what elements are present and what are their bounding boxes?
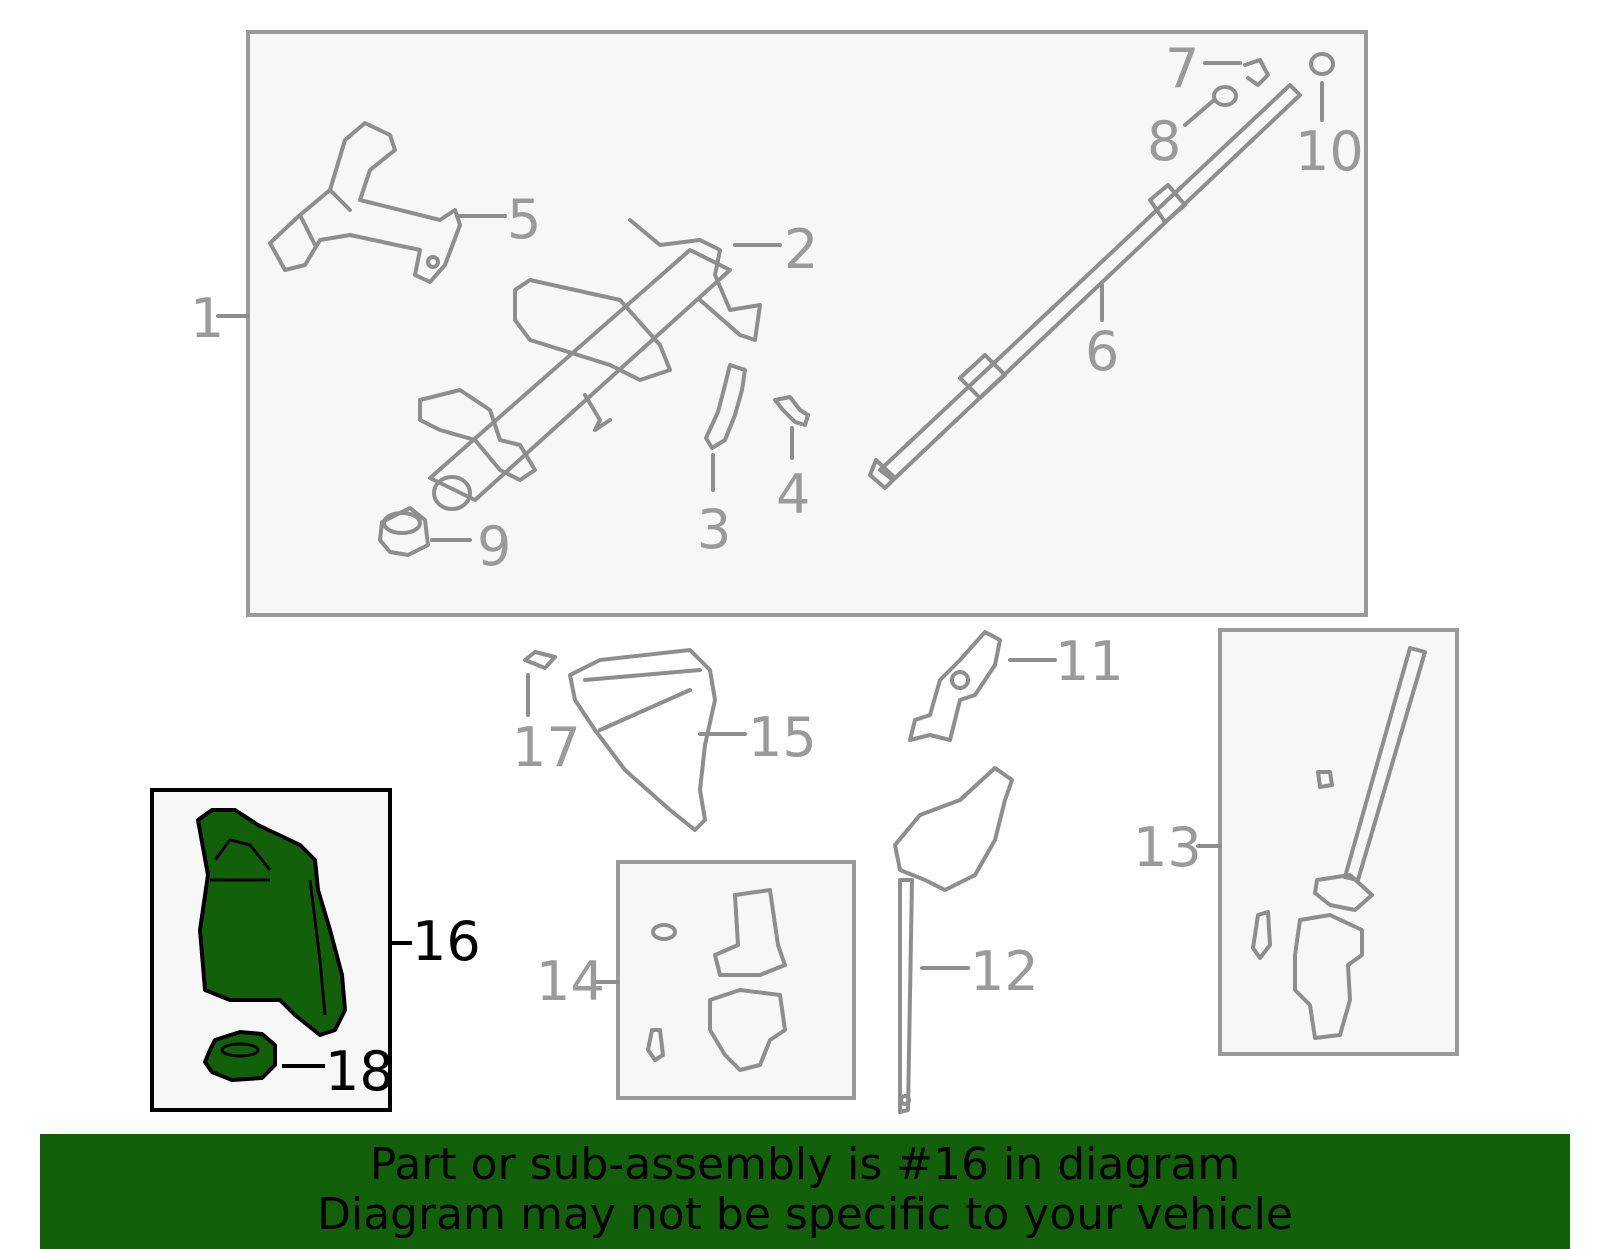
- part-17-screw[interactable]: [523, 650, 557, 670]
- part-4-bolt[interactable]: [773, 395, 810, 427]
- callout-10: 10: [1295, 120, 1364, 183]
- callout-12: 12: [970, 940, 1039, 1003]
- callout-8: 8: [1147, 110, 1181, 173]
- assembly-box-13: [1218, 628, 1459, 1056]
- callout-9: 9: [477, 515, 511, 578]
- part-16-boot[interactable]: [196, 808, 347, 1037]
- callout-4: 4: [776, 463, 810, 526]
- callout-16: 16: [412, 910, 481, 973]
- callout-13: 13: [1133, 816, 1202, 879]
- part-15-cover[interactable]: [568, 648, 717, 832]
- callout-7: 7: [1165, 37, 1199, 100]
- part-9-ring[interactable]: [378, 506, 430, 557]
- part-6-shaft[interactable]: [868, 83, 1302, 490]
- callout-1: 1: [190, 287, 224, 350]
- callout-3: 3: [697, 498, 731, 561]
- callout-18: 18: [325, 1040, 394, 1103]
- part-8-washer[interactable]: [1212, 85, 1238, 107]
- part-2-column-tube[interactable]: [418, 218, 762, 511]
- assembly-box-1: [246, 30, 1368, 617]
- callout-5: 5: [507, 188, 541, 251]
- banner-line-1: Part or sub-assembly is #16 in diagram: [369, 1139, 1241, 1190]
- part-7-clip[interactable]: [1243, 58, 1270, 87]
- part-11-joint[interactable]: [908, 630, 1002, 742]
- part-14-contents[interactable]: [646, 888, 787, 1072]
- callout-15: 15: [748, 706, 817, 769]
- info-banner: Part or sub-assembly is #16 in diagram D…: [40, 1134, 1570, 1249]
- part-3-clip[interactable]: [704, 363, 747, 450]
- callout-14: 14: [536, 950, 605, 1013]
- callout-11: 11: [1055, 630, 1124, 693]
- banner-line-2: Diagram may not be specific to your vehi…: [317, 1189, 1293, 1240]
- part-10-nut[interactable]: [1309, 52, 1335, 76]
- callout-6: 6: [1085, 320, 1119, 383]
- part-13-contents[interactable]: [1251, 646, 1427, 1040]
- part-5-bracket[interactable]: [268, 121, 462, 284]
- callout-2: 2: [784, 218, 818, 281]
- callout-17: 17: [512, 716, 581, 779]
- part-18-grommet[interactable]: [203, 1030, 277, 1082]
- part-12-intermediate-shaft[interactable]: [893, 766, 1014, 1114]
